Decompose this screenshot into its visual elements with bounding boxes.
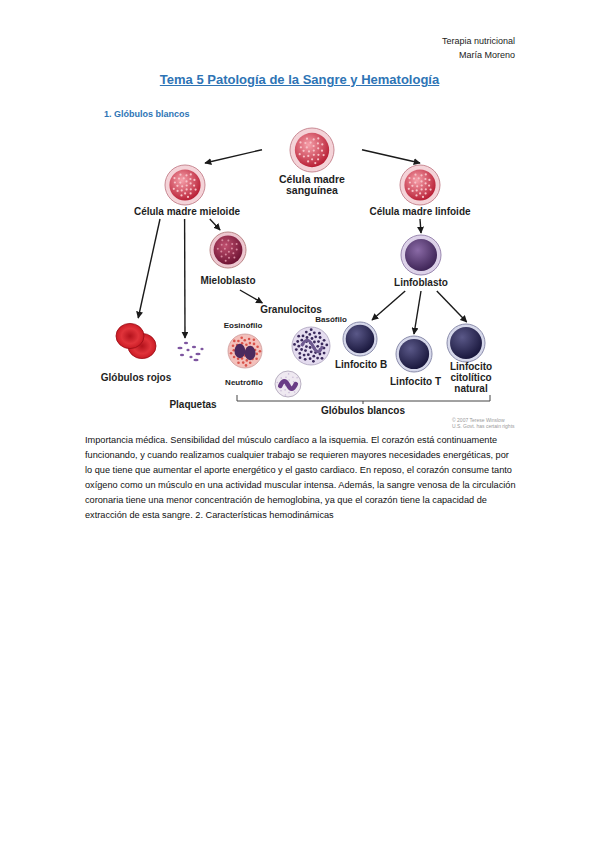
copyright-note: U.S. Govt. has certain rights	[452, 423, 515, 429]
cell-label: Linfocito citolítico natural	[442, 362, 500, 394]
white-cells-bracket	[237, 395, 490, 404]
arrow-connector	[362, 150, 420, 163]
arrow-connector	[372, 291, 405, 320]
blast-cell: Mieloblasto	[195, 230, 261, 290]
cell-label: Linfoblasto	[385, 278, 457, 289]
page-title: Tema 5 Patología de la Sangre y Hematolo…	[0, 72, 599, 87]
cell-label: Granulocitos	[249, 305, 333, 316]
granulocyte-cell: Neutrófilo	[220, 370, 306, 398]
cell-label: Glóbulos rojos	[100, 373, 172, 384]
stem-cell: Célula madre mieloide	[127, 163, 247, 219]
arrow-connector	[437, 291, 467, 322]
body-paragraph: Importancia médica. Sensibilidad del mús…	[85, 433, 517, 523]
cell-label: Célula madre linfoide	[360, 207, 480, 218]
cell-label: Basófilo	[311, 316, 351, 325]
cell-label: Linfocito B	[332, 360, 390, 371]
cell-label: Mieloblasto	[195, 276, 261, 287]
header-text: María Moreno	[459, 50, 515, 60]
arrow-connector	[210, 219, 220, 230]
lymphocyte-cell: Linfocito B	[332, 320, 390, 374]
section-heading: 1. Glóbulos blancos	[104, 109, 190, 119]
cell-label: Célula madre sanguínea	[270, 174, 354, 197]
arrow-connector	[414, 291, 421, 334]
header-text: Terapia nutricional	[442, 36, 515, 46]
granulocyte-cell: Eosinófilo	[219, 322, 267, 368]
arrow-connector	[240, 290, 263, 303]
arrow-connector	[205, 150, 262, 163]
group-label: Glóbulos blancos	[298, 405, 428, 416]
arrow-connector	[184, 219, 186, 338]
arrow-connector	[420, 219, 421, 233]
cell-label: Eosinófilo	[219, 322, 267, 331]
cell-group: GranulocitosEosinófilo BasófiloNeutrófilo	[219, 303, 359, 399]
copyright-note: © 2007 Terese Winslow	[452, 417, 505, 423]
cell-label: Célula madre mieloide	[127, 207, 247, 218]
blast-cell: Linfoblasto	[385, 233, 457, 291]
cell-label: Neutrófilo	[220, 379, 268, 388]
granulocyte-cell: Basófilo	[289, 316, 351, 366]
red-cells: Glóbulos rojos	[100, 318, 172, 388]
cell-label: Plaquetas	[168, 400, 218, 411]
lymphocyte-cell: Linfocito T	[390, 334, 438, 390]
stem-cell: Célula madre linfoide	[360, 163, 480, 219]
lymphocyte-cell: Linfocito citolítico natural	[440, 322, 502, 398]
platelets: Plaquetas	[168, 338, 218, 414]
stem-cell: Célula madre sanguínea	[262, 126, 362, 200]
cell-label: Linfocito T	[390, 377, 438, 388]
arrow-connector	[138, 219, 160, 318]
